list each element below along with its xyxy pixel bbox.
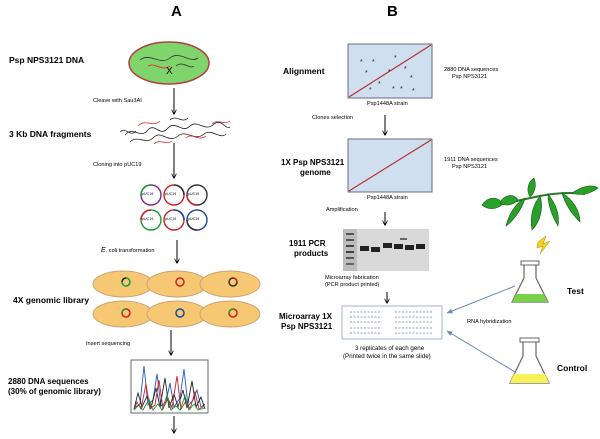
genome-plot	[347, 138, 433, 193]
plasmid-circle	[140, 184, 162, 206]
test-label: Test	[567, 286, 584, 296]
svg-text:*: *	[388, 69, 391, 76]
control-flask-icon	[509, 337, 550, 384]
plasmid-label: pUC19	[142, 192, 154, 196]
amplification-label: Amplification	[326, 207, 358, 213]
sequences-title-line2: (30% of genomic library)	[8, 387, 101, 396]
library-cell	[199, 300, 261, 328]
svg-text:*: *	[400, 86, 403, 93]
arrow-control-hyb	[446, 330, 516, 373]
bacterium-icon: X	[128, 41, 210, 85]
svg-text:X: X	[166, 66, 173, 77]
fabrication-label-line2: (PCR product printed)	[325, 282, 380, 288]
plasmid-label: pUC19	[165, 192, 177, 196]
library-cell	[146, 270, 208, 298]
pcr-title-line2: products	[294, 249, 329, 258]
panel-label-b: B	[387, 3, 398, 20]
plasmid-label: pUC19	[142, 217, 154, 221]
alignment-plot: **** **** ****	[347, 43, 433, 99]
svg-text:*: *	[378, 81, 381, 88]
dna-title: Psp NPS3121 DNA	[9, 55, 85, 65]
control-label: Control	[557, 363, 588, 373]
replicates-line2: (Printed twice in the same slide)	[343, 353, 431, 360]
panel-label-a: A	[171, 3, 182, 20]
alignment-note-line2: Psp NPS3121	[452, 74, 488, 80]
svg-text:*: *	[360, 59, 363, 66]
genome-note-line2: Psp NPS3121	[452, 164, 488, 170]
strain-label-2: Psp1448A strain	[367, 195, 408, 201]
microarray-title-line2: Psp NPS3121	[281, 322, 333, 331]
gel-image	[343, 229, 429, 271]
transformation-label: E. coli transformation	[101, 247, 154, 255]
library-title: 4X genomic library	[13, 295, 90, 305]
plasmid-circle	[140, 209, 162, 231]
clones-selection-label: Clones selection	[312, 115, 354, 121]
plasmid-circle	[163, 209, 185, 231]
plasmid-group	[140, 184, 208, 231]
microarray-slide	[341, 305, 443, 340]
genome-title-line2: genome	[300, 168, 331, 177]
arrow-test-hyb	[446, 285, 516, 314]
cleave-label: Cleave with Sau3AI	[93, 98, 142, 104]
sequences-title-line1: 2880 DNA sequences	[8, 377, 89, 386]
plasmid-circle	[186, 184, 208, 206]
fabrication-label-line1: Microarray fabrication	[325, 275, 379, 281]
plant-icon	[481, 177, 599, 231]
svg-text:*: *	[412, 88, 415, 95]
alignment-note-line1: 2880 DNA sequences	[444, 67, 499, 73]
cloning-label: Cloning into pUC19	[93, 162, 142, 168]
microarray-title-line1: Microarray 1X	[279, 312, 332, 321]
fragments-title: 3 Kb DNA fragments	[9, 129, 92, 139]
svg-text:*: *	[392, 86, 395, 93]
genome-title-line1: 1X Psp NPS3121	[281, 158, 345, 167]
ecoli-italic: E	[101, 247, 106, 254]
test-flask-icon	[511, 260, 549, 303]
insert-sequencing-label: Insert sequencing	[86, 341, 131, 347]
svg-text:*: *	[404, 66, 407, 73]
replicates-line1: 3 replicates of each gene	[355, 345, 425, 352]
pcr-title-line1: 1911 PCR	[289, 239, 326, 248]
library-cell	[146, 300, 208, 328]
plasmid-circle	[163, 184, 185, 206]
svg-text:*: *	[410, 75, 413, 82]
lightning-icon	[536, 235, 551, 255]
plasmid-label: pUC19	[165, 217, 177, 221]
alignment-title: Alignment	[283, 66, 325, 76]
svg-text:*: *	[394, 55, 397, 62]
genome-note-line1: 1911 DNA sequences	[444, 157, 498, 163]
plasmid-label: pUC19	[188, 192, 200, 196]
strain-label-1: Psp1448A strain	[367, 101, 408, 107]
library-cell	[92, 300, 154, 328]
svg-text:*: *	[372, 59, 375, 66]
library-cell	[92, 270, 154, 298]
chromatogram-icon	[130, 359, 209, 414]
dna-fragments-icon	[119, 117, 231, 145]
svg-text:*: *	[365, 70, 368, 77]
library-cell	[199, 270, 261, 298]
library-cells	[92, 270, 261, 328]
ecoli-rest: . coli transformation	[105, 248, 155, 254]
plasmid-label: pUC19	[188, 217, 200, 221]
rna-hybridization-label: RNA hybridization	[467, 319, 512, 325]
plasmid-circle	[186, 209, 208, 231]
svg-text:*: *	[369, 87, 372, 94]
